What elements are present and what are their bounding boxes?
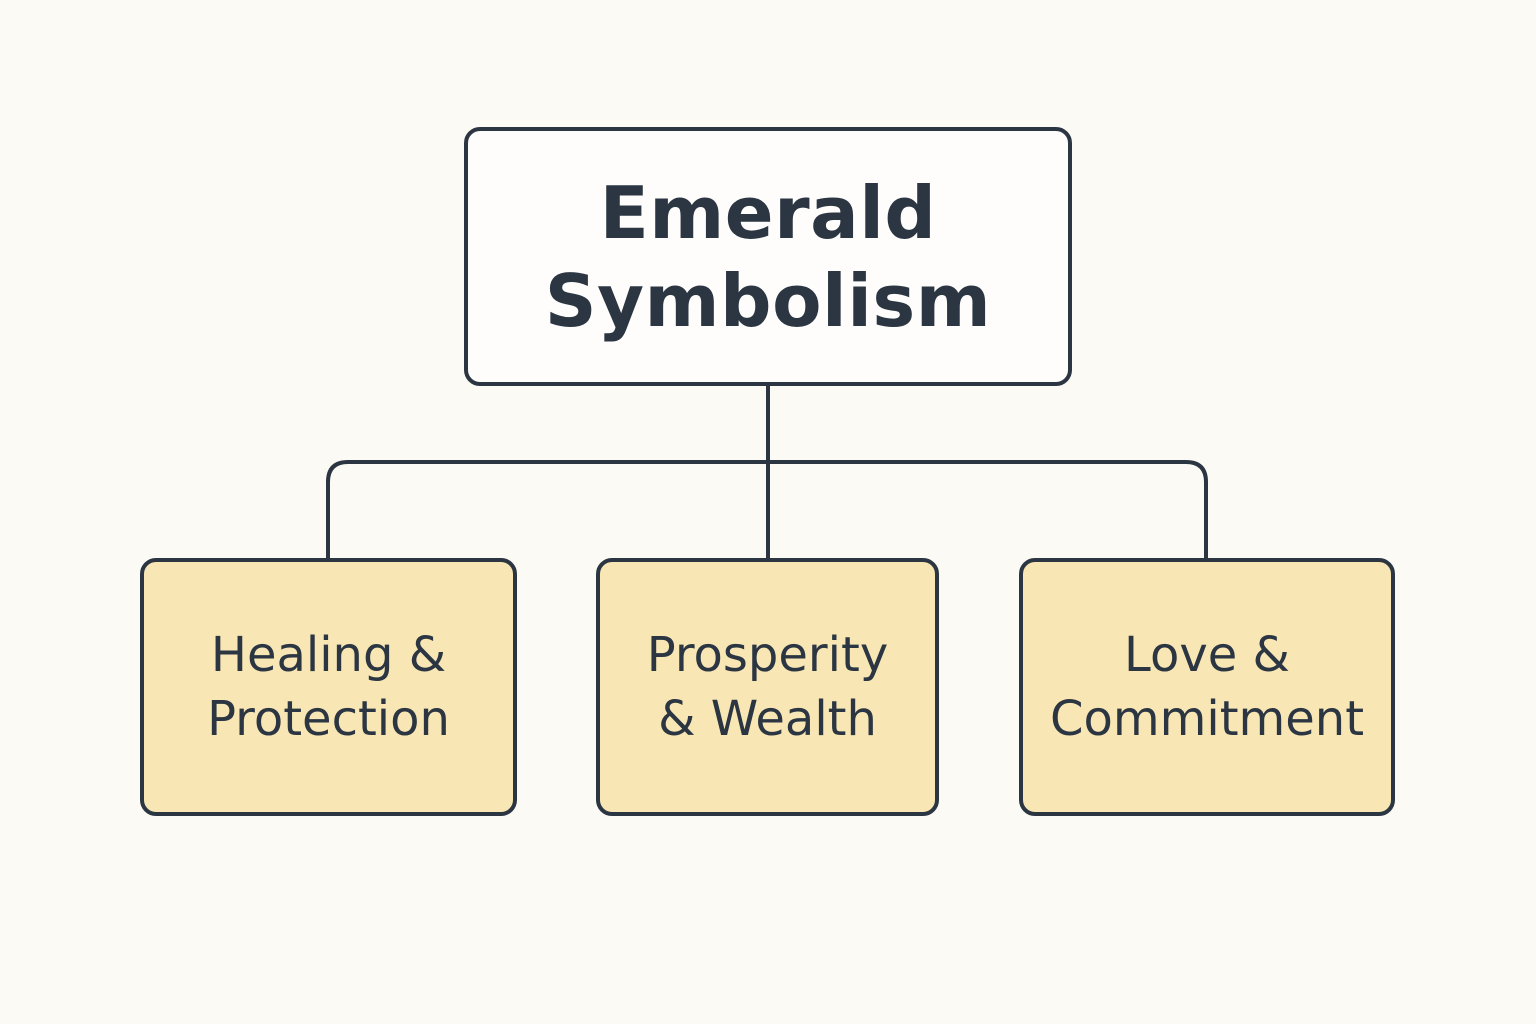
child-node-prosperity-wealth: Prosperity & Wealth bbox=[596, 558, 939, 816]
child-label-line-2: & Wealth bbox=[658, 691, 877, 747]
child-label-line-2: Protection bbox=[207, 691, 450, 747]
child-node-love-commitment: Love & Commitment bbox=[1019, 558, 1395, 816]
root-title-line-2: Symbolism bbox=[544, 258, 992, 343]
child-node-healing-protection: Healing & Protection bbox=[140, 558, 517, 816]
child-label-line-1: Healing & bbox=[210, 627, 447, 683]
child-label-line-2: Commitment bbox=[1049, 691, 1365, 747]
root-title-line-1: Emerald bbox=[599, 170, 937, 255]
connector-bus bbox=[326, 460, 1208, 558]
child-label-line-1: Love & bbox=[1124, 627, 1290, 683]
root-node-emerald-symbolism: Emerald Symbolism bbox=[464, 127, 1072, 386]
child-label-line-1: Prosperity bbox=[646, 627, 889, 683]
